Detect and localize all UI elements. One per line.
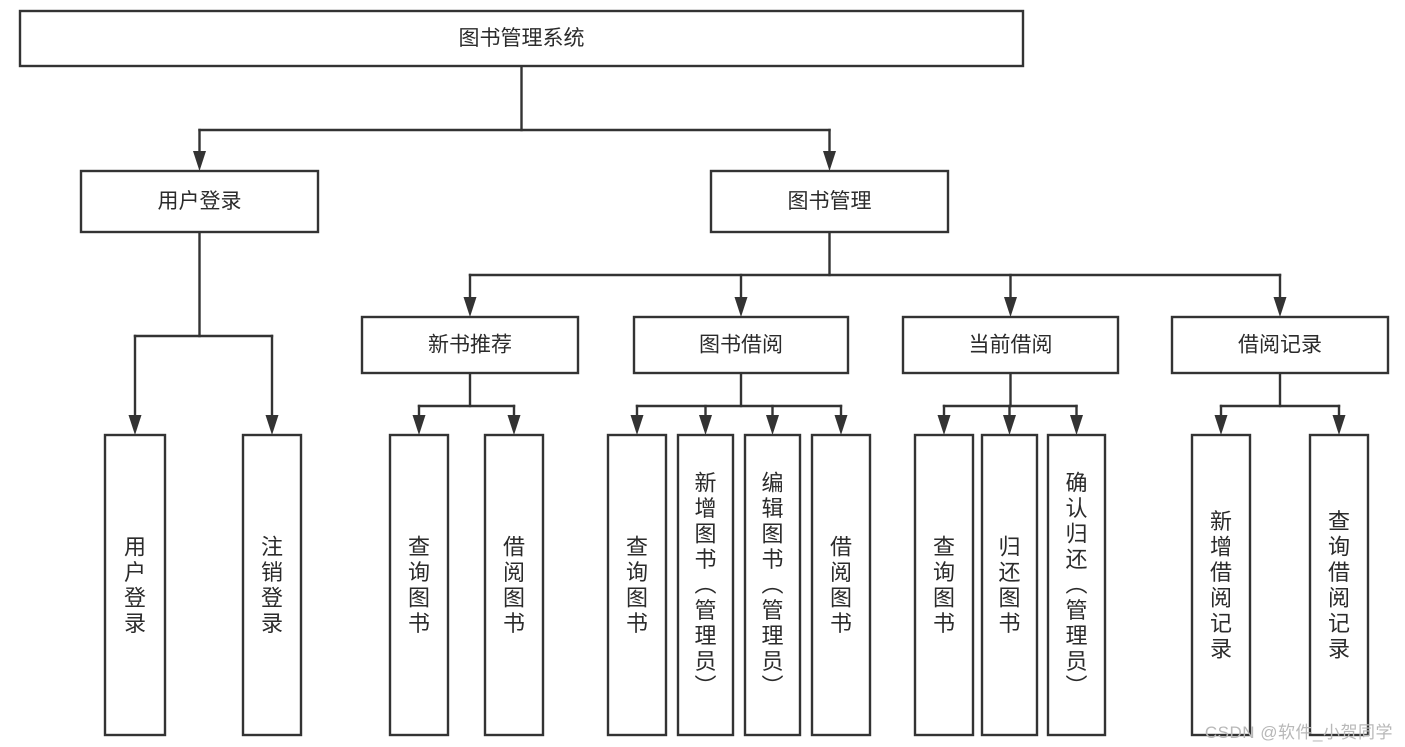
- node-label-user_login: 用户登录: [158, 190, 242, 213]
- node-box-leaf_borrow_book_1: [483, 433, 545, 737]
- node-box-layer: [18, 9, 1390, 737]
- node-label-book_borrow: 图书借阅: [699, 334, 783, 357]
- node-label-leaf_confirm_return: 确认归还（管理员）: [1065, 471, 1087, 700]
- node-label-leaf_add_record: 新增借阅记录: [1210, 509, 1232, 662]
- node-label-leaf_add_book: 新增图书（管理员）: [694, 471, 716, 700]
- node-box-leaf_add_book: [676, 433, 735, 737]
- node-box-leaf_user_logout: [241, 433, 303, 737]
- node-label-current_borrow: 当前借阅: [969, 334, 1053, 357]
- node-box-book_borrow: [632, 315, 850, 375]
- node-label-leaf_query_record: 查询借阅记录: [1328, 509, 1350, 662]
- node-label-leaf_borrow_book_2: 借阅图书: [830, 534, 852, 636]
- node-box-leaf_user_login: [103, 433, 167, 737]
- node-box-leaf_query_record: [1308, 433, 1370, 737]
- node-label-leaf_query_book_3: 查询图书: [933, 534, 955, 636]
- node-label-root: 图书管理系统: [459, 27, 585, 50]
- node-label-leaf_return_book: 归还图书: [998, 534, 1020, 636]
- node-box-user_login: [79, 169, 320, 234]
- node-label-leaf_query_book_2: 查询图书: [626, 534, 648, 636]
- node-label-leaf_borrow_book_1: 借阅图书: [503, 534, 525, 636]
- connector-layer: [128, 64, 1346, 435]
- node-label-new_book_rec: 新书推荐: [428, 334, 512, 357]
- node-box-current_borrow: [901, 315, 1120, 375]
- node-label-leaf_user_logout: 注销登录: [261, 534, 283, 636]
- node-box-leaf_borrow_book_2: [810, 433, 872, 737]
- node-box-leaf_confirm_return: [1046, 433, 1107, 737]
- node-label-layer: 图书管理系统用户登录图书管理新书推荐图书借阅当前借阅借阅记录用户登录注销登录查询…: [124, 27, 1350, 700]
- node-label-leaf_query_book_1: 查询图书: [408, 534, 430, 636]
- node-box-leaf_query_book_1: [388, 433, 450, 737]
- node-box-leaf_query_book_2: [606, 433, 668, 737]
- csdn-watermark: CSDN @软件_小贺同学: [1204, 723, 1393, 742]
- node-label-borrow_record: 借阅记录: [1238, 334, 1322, 357]
- node-box-book_manage: [709, 169, 950, 234]
- node-box-leaf_return_book: [980, 433, 1039, 737]
- node-label-book_manage: 图书管理: [788, 190, 872, 213]
- node-box-borrow_record: [1170, 315, 1390, 375]
- node-box-leaf_add_record: [1190, 433, 1252, 737]
- node-label-leaf_user_login: 用户登录: [124, 534, 146, 636]
- node-box-new_book_rec: [360, 315, 580, 375]
- node-box-leaf_edit_book: [743, 433, 802, 737]
- node-box-root: [18, 9, 1025, 68]
- node-box-leaf_query_book_3: [913, 433, 975, 737]
- node-label-leaf_edit_book: 编辑图书（管理员）: [761, 471, 783, 700]
